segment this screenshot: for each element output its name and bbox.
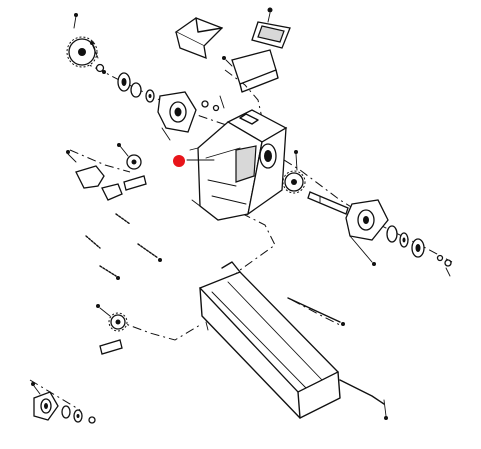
right-hub-group (386, 225, 452, 277)
top-right-plate (251, 7, 291, 49)
lower-left-flange (31, 382, 59, 421)
upper-flange-housing (157, 91, 197, 141)
rod-guide-line (291, 299, 341, 326)
left-chain-guide (66, 150, 123, 201)
highlight-marker[interactable] (173, 155, 185, 167)
support-rod (287, 297, 345, 326)
chain-segments (85, 213, 162, 280)
upper-bearing-group (117, 72, 155, 103)
main-gear-housing (189, 109, 288, 221)
right-sprocket (282, 150, 306, 194)
top-cover-bracket (174, 17, 224, 60)
right-flange-bearing (345, 199, 389, 266)
right-shaft-guide-line (267, 149, 453, 263)
middle-cover-plate (222, 49, 279, 93)
spacer-block (123, 175, 147, 191)
lower-sprocket-guide-line (114, 319, 201, 341)
upper-sprocket (66, 13, 98, 68)
lower-right-bracket (339, 379, 388, 420)
upper-fasteners (90, 41, 106, 74)
lower-sprocket (96, 304, 128, 355)
discharge-chute (198, 261, 341, 419)
idler-sprocket (117, 143, 142, 170)
lower-left-hub-group (61, 405, 96, 424)
right-drive-shaft (307, 191, 349, 215)
left-plate-guide-line (69, 149, 131, 173)
upper-washers (201, 95, 225, 112)
